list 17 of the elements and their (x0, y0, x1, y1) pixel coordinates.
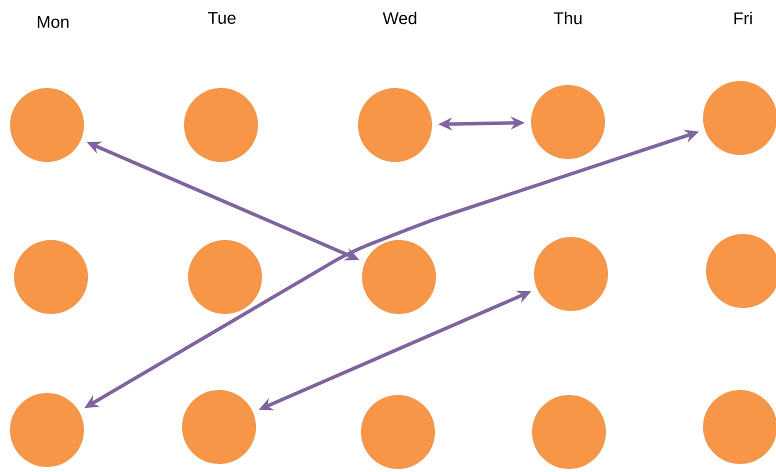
dot-circle (531, 85, 605, 159)
dot-circle (14, 240, 88, 314)
dot-circle (361, 395, 435, 469)
dot-circle (358, 88, 432, 162)
day-label: Wed (382, 12, 416, 24)
dot-circle (10, 88, 84, 162)
dot-circle (188, 240, 262, 314)
dot-circle (532, 395, 606, 469)
dot-circle (10, 393, 84, 467)
day-label: Fri (734, 12, 752, 24)
day-label: Tue (208, 12, 236, 24)
day-label: Thu (554, 12, 582, 24)
dot-circle (182, 390, 256, 464)
dot-circle (362, 240, 436, 314)
dot-circle (534, 237, 608, 311)
day-label: Mon (38, 16, 68, 28)
dot-circle (184, 88, 258, 162)
